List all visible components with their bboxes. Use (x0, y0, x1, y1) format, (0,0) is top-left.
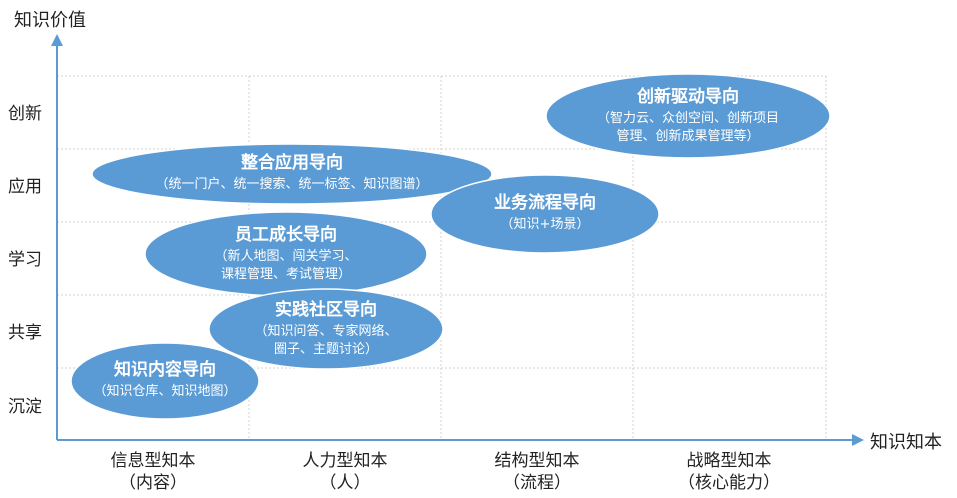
x-axis-title: 知识知本 (870, 432, 942, 453)
x-category-sublabel: （人） (320, 473, 371, 493)
bubble-title: 创新驱动导向 (636, 86, 739, 107)
x-category-sublabel: （核心能力） (678, 473, 780, 493)
bubble-detail: （知识问答、专家网络、 (254, 323, 397, 339)
y-level-label: 创新 (8, 104, 42, 124)
bubble-detail: （新人地图、闯关学习、 (214, 248, 357, 264)
bubble-detail: （统一门户、统一搜索、统一标签、知识图谱） (155, 176, 428, 192)
bubble-detail: 课程管理、考试管理） (221, 267, 351, 282)
y-level-label: 学习 (8, 250, 42, 270)
bubble-shape (91, 143, 493, 205)
bubble-title: 实践社区导向 (275, 299, 377, 320)
bubble-integration: 整合应用导向 （统一门户、统一搜索、统一标签、知识图谱） (91, 143, 493, 205)
bubble-shape (70, 342, 260, 420)
y-level-label: 共享 (8, 323, 42, 343)
bubble-business-process: 业务流程导向 （知识+场景） (430, 174, 660, 254)
bubble-detail: （知识+场景） (501, 216, 590, 232)
x-category-sublabel: （流程） (503, 473, 571, 493)
bubble-title: 员工成长导向 (235, 224, 337, 245)
bubble-shape (430, 174, 660, 254)
y-axis-title: 知识价值 (14, 10, 86, 31)
x-category-label: 信息型知本 (111, 451, 196, 471)
x-category-sublabel: （内容） (119, 473, 187, 493)
bubble-shape (208, 288, 444, 370)
x-category-label: 结构型知本 (495, 451, 580, 471)
bubble-title: 整合应用导向 (241, 152, 343, 173)
x-categories: 信息型知本（内容） 人力型知本（人） 结构型知本（流程） 战略型知本（核心能力） (111, 451, 781, 493)
bubble-detail: （智力云、众创空间、创新项目 (597, 110, 779, 126)
bubble-community-practice: 实践社区导向 （知识问答、专家网络、圈子、主题讨论） (208, 288, 444, 370)
bubble-employee-growth: 员工成长导向 （新人地图、闯关学习、课程管理、考试管理） (144, 211, 428, 297)
bubble-detail: 管理、创新成果管理等） (616, 128, 759, 144)
bubble-title: 业务流程导向 (494, 192, 596, 213)
bubble-detail: 圈子、主题讨论） (274, 342, 378, 357)
x-category-label: 人力型知本 (303, 451, 388, 471)
bubble-title: 知识内容导向 (113, 359, 216, 380)
bubble-detail: （知识仓库、知识地图） (93, 383, 236, 399)
bubble-shape (545, 73, 831, 159)
y-level-label: 沉淀 (8, 397, 42, 417)
x-category-label: 战略型知本 (687, 451, 772, 471)
bubble-knowledge-content: 知识内容导向 （知识仓库、知识地图） (70, 342, 260, 420)
y-level-label: 应用 (8, 177, 42, 197)
